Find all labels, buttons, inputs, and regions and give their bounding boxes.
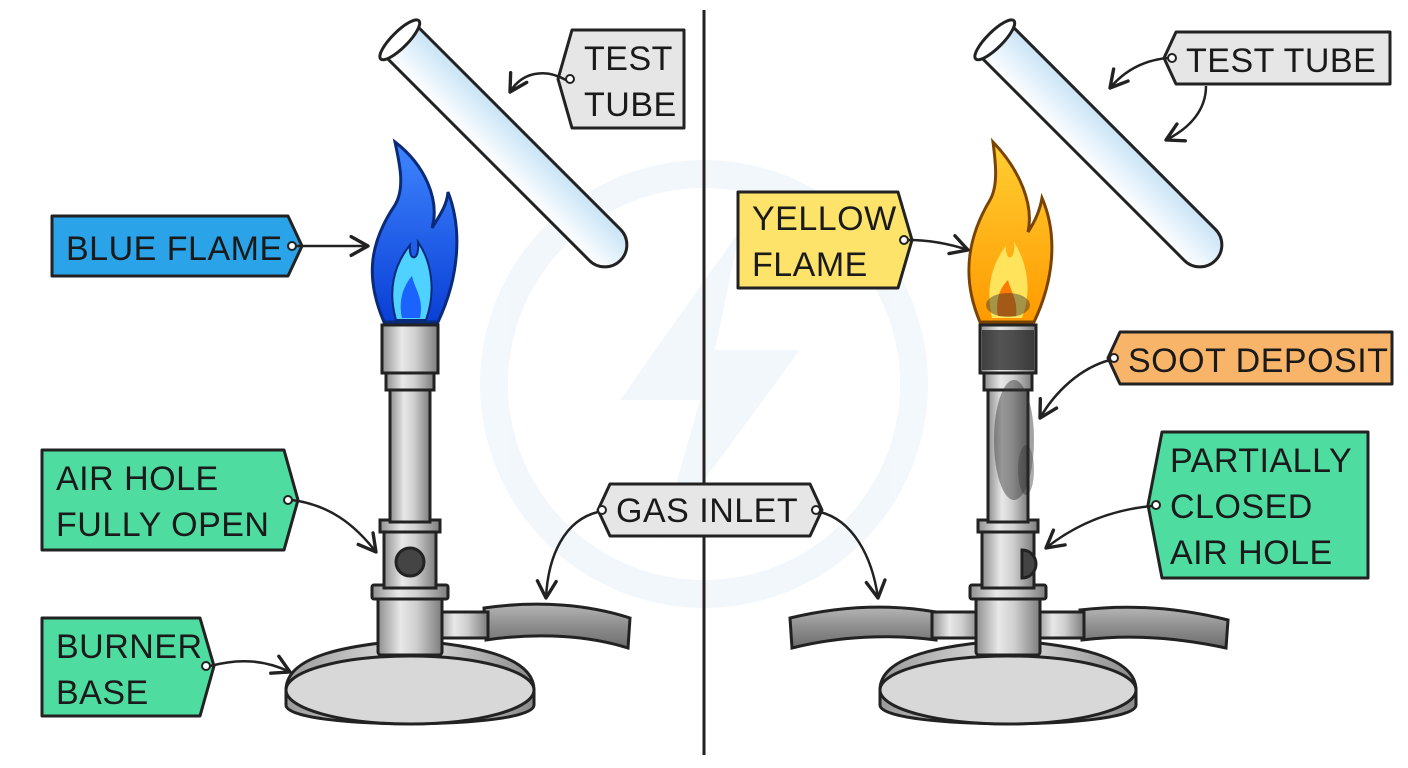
label-air-hole-open-line1: AIR HOLE (56, 460, 219, 498)
left-barrel (388, 386, 432, 524)
label-soot-deposit-text: SOOT DEPOSIT (1128, 342, 1388, 380)
label-right-test-tube-text: TEST TUBE (1186, 42, 1376, 80)
label-air-hole-partial: PARTIALLY CLOSED AIR HOLE (1044, 430, 1370, 580)
label-right-test-tube: TEST TUBE (1108, 30, 1392, 143)
label-blue-flame-text: BLUE FLAME (66, 230, 283, 268)
right-test-tube (973, 18, 1224, 269)
label-burner-base-line1: BURNER (56, 628, 203, 666)
label-yellow-flame-line2: FLAME (752, 246, 868, 284)
right-gas-hose-right (1078, 605, 1230, 650)
left-burner (284, 138, 632, 726)
label-blue-flame: BLUE FLAME (50, 214, 370, 278)
label-left-test-tube-line1: TEST (584, 40, 673, 78)
soot-smudge (982, 330, 1034, 500)
left-air-hole-open (394, 546, 426, 578)
label-air-hole-partial-line3: AIR HOLE (1170, 534, 1333, 572)
left-test-tube (378, 18, 629, 269)
label-yellow-flame: YELLOW FLAME (736, 190, 970, 290)
left-gas-inlet-pipe (434, 610, 490, 640)
label-burner-base: BURNER BASE (40, 616, 292, 718)
label-gas-inlet-text: GAS INLET (616, 492, 798, 530)
label-air-hole-open-line2: FULLY OPEN (56, 506, 269, 544)
right-burner (788, 137, 1230, 726)
label-left-test-tube-line2: TUBE (584, 86, 677, 124)
label-air-hole-open: AIR HOLE FULLY OPEN (40, 448, 378, 554)
left-gas-hose (482, 602, 632, 651)
label-burner-base-line2: BASE (56, 674, 149, 712)
label-air-hole-partial-line2: CLOSED (1170, 488, 1313, 526)
right-gas-hose-left (788, 605, 938, 650)
label-air-hole-partial-line1: PARTIALLY (1170, 442, 1352, 480)
right-air-hole-partial (1020, 548, 1038, 580)
label-soot-deposit: SOOT DEPOSIT (1038, 330, 1394, 420)
blue-flame (370, 138, 459, 324)
label-left-test-tube: TEST TUBE (508, 28, 686, 130)
yellow-flame (967, 137, 1054, 324)
label-gas-inlet: GAS INLET (535, 482, 887, 600)
label-yellow-flame-line1: YELLOW (752, 200, 897, 238)
